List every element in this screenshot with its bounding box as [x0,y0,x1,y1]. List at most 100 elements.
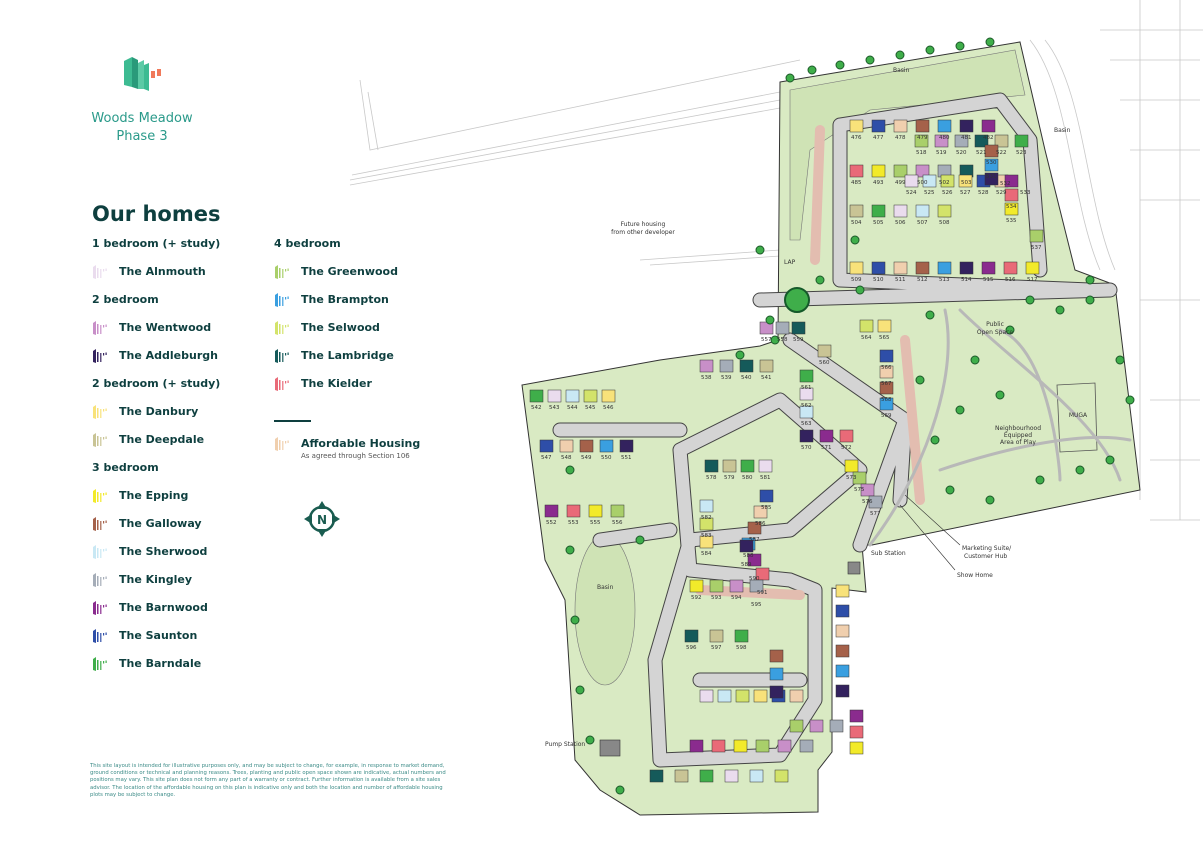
plot-number: 578 [706,475,717,481]
tree-icon [1025,295,1035,305]
house-plot [914,134,929,148]
house-plot [958,174,973,188]
label-neap-2: Equipped [1004,432,1032,439]
house-plot [699,535,714,549]
tree-icon [765,315,775,325]
plot-number: 521 [976,150,987,156]
brand-line-1: Woods Meadow [91,111,193,126]
house-plot [539,439,554,453]
plot-number: 579 [724,475,735,481]
house-plot [747,521,762,535]
plot-number: 590 [749,576,760,582]
tree-icon [770,335,780,345]
house-plot [769,649,784,663]
bedroom-group-heading: 2 bedroom [92,293,159,306]
plot-number: 565 [879,335,890,341]
house-plot [849,741,864,755]
house-type-icon [93,321,107,335]
plot-number: 538 [701,375,712,381]
plot-number: 517 [1027,277,1038,283]
plot-number: 585 [761,505,772,511]
house-plot [739,539,754,553]
house-plot [934,134,949,148]
house-plot [904,174,919,188]
label-muga: MUGA [1069,412,1088,419]
legend-item-the-kielder: The Kielder [274,376,420,404]
plot-number: 577 [870,511,881,517]
plot-number: 543 [549,405,560,411]
plot-number: 520 [956,150,967,156]
house-type-icon [93,517,107,531]
house-type-name: The Wentwood [119,321,212,334]
house-type-icon [93,657,107,671]
plot-number: 533 [1020,190,1031,196]
house-plot [709,629,724,643]
plot-number: 598 [736,645,747,651]
plot-number: 485 [851,180,862,186]
house-plot [704,459,719,473]
house-plot [809,719,824,733]
house-plot [769,685,784,699]
plot-number: 586 [755,521,766,527]
house-plot [860,483,875,497]
label-future-housing: Future housing [621,221,666,228]
tree-icon [1115,355,1125,365]
plot-number: 570 [801,445,812,451]
house-plot [879,381,894,395]
plot-number: 572 [841,445,852,451]
legend-item-the-galloway: The Galloway [92,516,220,544]
legend-item-the-epping: The Epping [92,488,220,516]
house-plot [879,365,894,379]
tree-icon [865,55,875,65]
house-plot [879,397,894,411]
tree-icon [1105,455,1115,465]
house-type-icon [275,377,289,391]
plot-number: 532 [1000,181,1011,187]
house-plot [674,769,689,783]
house-plot [566,504,581,518]
tree-icon [815,275,825,285]
tree-icon [1085,295,1095,305]
house-plot [1004,202,1019,216]
plot-number: 559 [793,337,804,343]
house-plot [649,769,664,783]
house-plot [747,553,762,567]
house-plot [922,174,937,188]
pump-station [599,739,621,757]
house-plot [799,387,814,401]
label-basin-west: Basin [597,584,614,591]
tree-icon [615,785,625,795]
house-type-icon [93,349,107,363]
house-plot [849,119,864,133]
house-plot [839,429,854,443]
house-plot [937,261,952,275]
house-type-name: The Lambridge [301,349,394,362]
house-plot [579,439,594,453]
plot-number: 556 [612,520,623,526]
house-plot [871,261,886,275]
plot-number: 510 [873,277,884,283]
plot-number: 551 [621,455,632,461]
house-type-icon [275,293,289,307]
tree-icon [575,685,585,695]
plot-number: 515 [983,277,994,283]
house-plot [711,739,726,753]
house-plot [544,504,559,518]
house-plot [799,369,814,383]
house-plot [1003,261,1018,275]
plot-number: 509 [851,277,862,283]
plot-number: 564 [861,335,872,341]
plot-number: 500 [917,180,928,186]
plot-number: 505 [873,220,884,226]
house-plot [722,459,737,473]
plot-number: 591 [757,590,768,596]
plot-number: 537 [1031,245,1042,251]
surrounding-context [349,0,1203,521]
house-plot [859,319,874,333]
tree-icon [570,615,580,625]
plot-number: 549 [581,455,592,461]
house-plot [994,134,1009,148]
house-type-icon [93,265,107,279]
house-type-icon [93,601,107,615]
plot-number: 547 [541,455,552,461]
